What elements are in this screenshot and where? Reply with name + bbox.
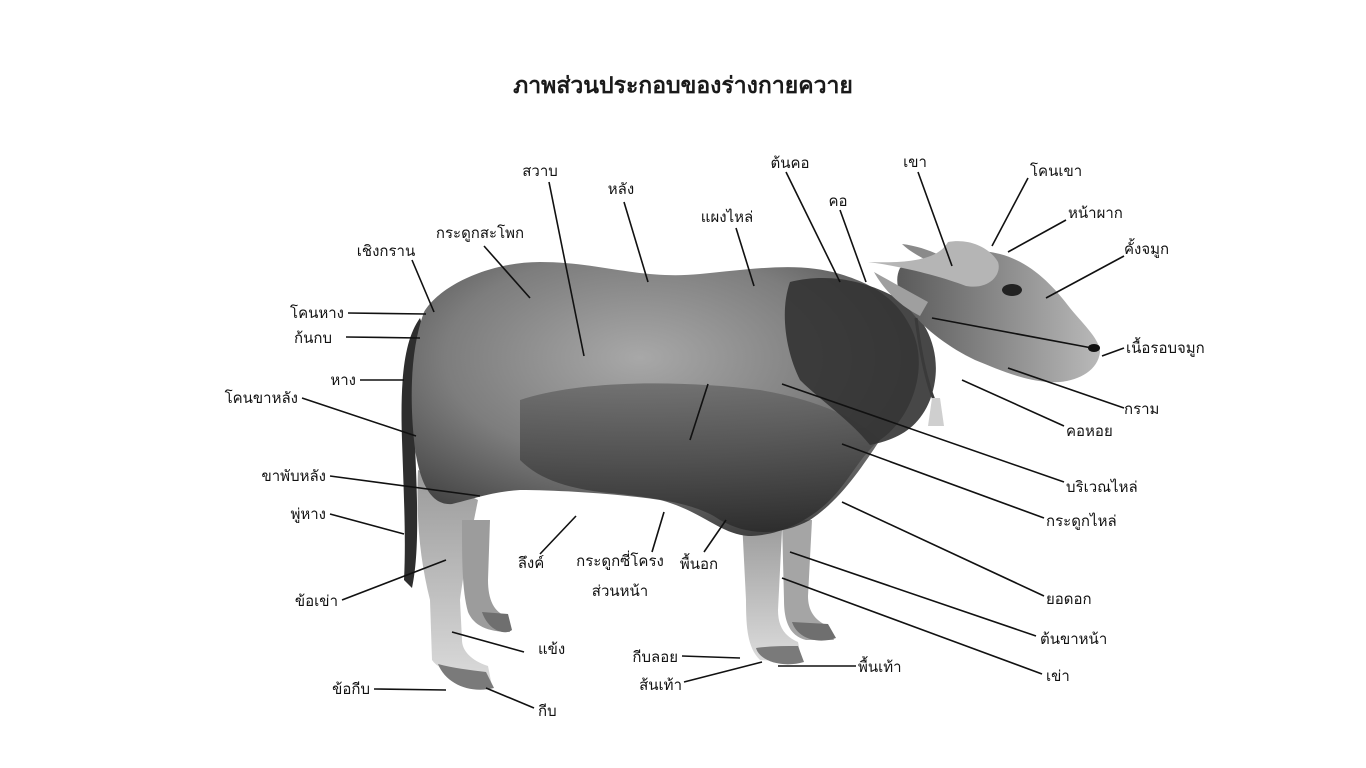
line-khon-hang bbox=[347, 312, 427, 315]
label-kho-kib: ข้อกีบ bbox=[332, 680, 370, 698]
label-khon-hang: โคนหาง bbox=[290, 304, 344, 322]
label-krachuk-sa-phok: กระดูกสะโพก bbox=[435, 224, 525, 242]
label-krachuk-si-khrong-line1: กระดูกซี่โครง bbox=[576, 552, 664, 570]
line-choeng-kran bbox=[411, 259, 435, 313]
line-phuen-ok bbox=[703, 519, 727, 553]
line-kib-loi bbox=[681, 655, 741, 659]
line-kram bbox=[1007, 367, 1125, 409]
hoof-front bbox=[756, 646, 804, 665]
hind-leg-front bbox=[462, 520, 510, 632]
line-ling-khi bbox=[539, 515, 577, 555]
line-kon-kob bbox=[345, 336, 421, 339]
line-khao-knee bbox=[781, 577, 1043, 675]
label-choeng-kran: เชิงกราน bbox=[356, 242, 416, 260]
label-krachuk-si-khrong-line2: ส่วนหน้า bbox=[591, 582, 649, 600]
line-khao bbox=[917, 171, 953, 267]
label-kib: กีบ bbox=[538, 702, 557, 720]
line-kho bbox=[839, 209, 867, 283]
label-khaeng: แข้ง bbox=[538, 640, 566, 658]
line-kho-hoi bbox=[961, 379, 1065, 427]
hoof-hind-far bbox=[482, 612, 512, 633]
label-khao: เขา bbox=[903, 153, 927, 171]
line-nuea-rob-chamuk bbox=[1101, 347, 1125, 357]
nostril-shape bbox=[1088, 344, 1100, 352]
line-belly-center bbox=[689, 383, 709, 441]
label-kib-loi: กีบลอย bbox=[632, 648, 678, 666]
line-krachuk-lai bbox=[841, 443, 1045, 519]
pointer-lines bbox=[301, 171, 1125, 709]
hoof-hind bbox=[438, 664, 494, 690]
neck-shading bbox=[784, 278, 936, 445]
label-phuen-ok: พื้นอก bbox=[679, 555, 719, 573]
label-lang: หลัง bbox=[607, 180, 635, 198]
label-kha-phab-lang: ขาพับหลัง bbox=[261, 467, 327, 485]
label-na-phak: หน้าผาก bbox=[1068, 204, 1123, 222]
diagram-title: ภาพส่วนประกอบของร่างกายควาย bbox=[513, 72, 853, 99]
line-khon-khao bbox=[991, 177, 1029, 247]
horn-left bbox=[868, 241, 999, 287]
line-phu-hang bbox=[329, 513, 405, 535]
line-khang-chamuk bbox=[1045, 255, 1125, 299]
line-na-phak bbox=[1007, 219, 1067, 253]
label-kram: กราม bbox=[1124, 400, 1160, 418]
tail-shape bbox=[401, 318, 424, 588]
line-lang bbox=[623, 201, 649, 283]
line-rope bbox=[931, 317, 1093, 349]
label-hang: หาง bbox=[330, 371, 356, 389]
line-phaeng-lai bbox=[735, 227, 755, 287]
label-kho-hoi: คอหอย bbox=[1066, 422, 1113, 440]
label-khao-knee: เข่า bbox=[1046, 667, 1070, 685]
line-boriwen-lai bbox=[781, 383, 1065, 483]
line-son-thao bbox=[683, 661, 763, 683]
head-shape bbox=[897, 250, 1100, 383]
eye-shape bbox=[1002, 284, 1022, 296]
line-ton-kho bbox=[785, 171, 841, 283]
front-leg-far bbox=[782, 520, 834, 640]
label-khang-chamuk: คั้งจมูก bbox=[1124, 240, 1170, 258]
front-leg-near bbox=[742, 520, 802, 662]
hind-leg-back bbox=[417, 470, 492, 686]
label-khon-khao: โคนเขา bbox=[1030, 162, 1083, 180]
line-yod-ok bbox=[841, 501, 1045, 597]
line-sawab bbox=[548, 181, 585, 357]
line-kho-khao bbox=[341, 559, 447, 601]
hoof-front-far bbox=[792, 622, 836, 641]
label-kho: คอ bbox=[828, 192, 848, 210]
line-krachuk-si-khrong bbox=[651, 511, 665, 553]
belly-shading bbox=[520, 383, 880, 532]
line-khaeng bbox=[451, 631, 525, 653]
label-nuea-rob-chamuk: เนื้อรอบจมูก bbox=[1126, 339, 1205, 357]
label-kho-khao: ข้อเข่า bbox=[294, 592, 338, 610]
label-son-thao: ส้นเท้า bbox=[639, 676, 682, 694]
label-krachuk-lai: กระดูกไหล่ bbox=[1046, 512, 1117, 530]
line-khon-kha-lang bbox=[301, 397, 417, 437]
label-ton-kho: ต้นคอ bbox=[770, 154, 810, 172]
line-kib bbox=[485, 687, 535, 709]
label-phaeng-lai: แผงไหล่ bbox=[700, 208, 754, 226]
label-sawab: สวาบ bbox=[522, 162, 558, 180]
bell-shape bbox=[928, 398, 944, 426]
rope-shape bbox=[914, 317, 936, 401]
ear-shape bbox=[874, 272, 928, 316]
line-kho-kib bbox=[373, 688, 447, 691]
label-yod-ok: ยอดอก bbox=[1046, 590, 1092, 608]
label-boriwen-lai: บริเวณไหล่ bbox=[1066, 478, 1138, 496]
label-phu-hang: พู่หาง bbox=[290, 505, 326, 523]
label-kon-kob: ก้นกบ bbox=[294, 329, 332, 347]
label-ling-khi: ลึงค์ bbox=[517, 554, 545, 572]
line-kha-phab-lang bbox=[329, 475, 481, 497]
line-ton-kha-na bbox=[789, 551, 1037, 637]
label-khon-kha-lang: โคนขาหลัง bbox=[224, 389, 298, 407]
label-ton-kha-na: ต้นขาหน้า bbox=[1040, 630, 1108, 648]
label-phuen-thao: พื้นเท้า bbox=[858, 658, 902, 676]
line-krachuk-sa-phok bbox=[483, 245, 531, 299]
